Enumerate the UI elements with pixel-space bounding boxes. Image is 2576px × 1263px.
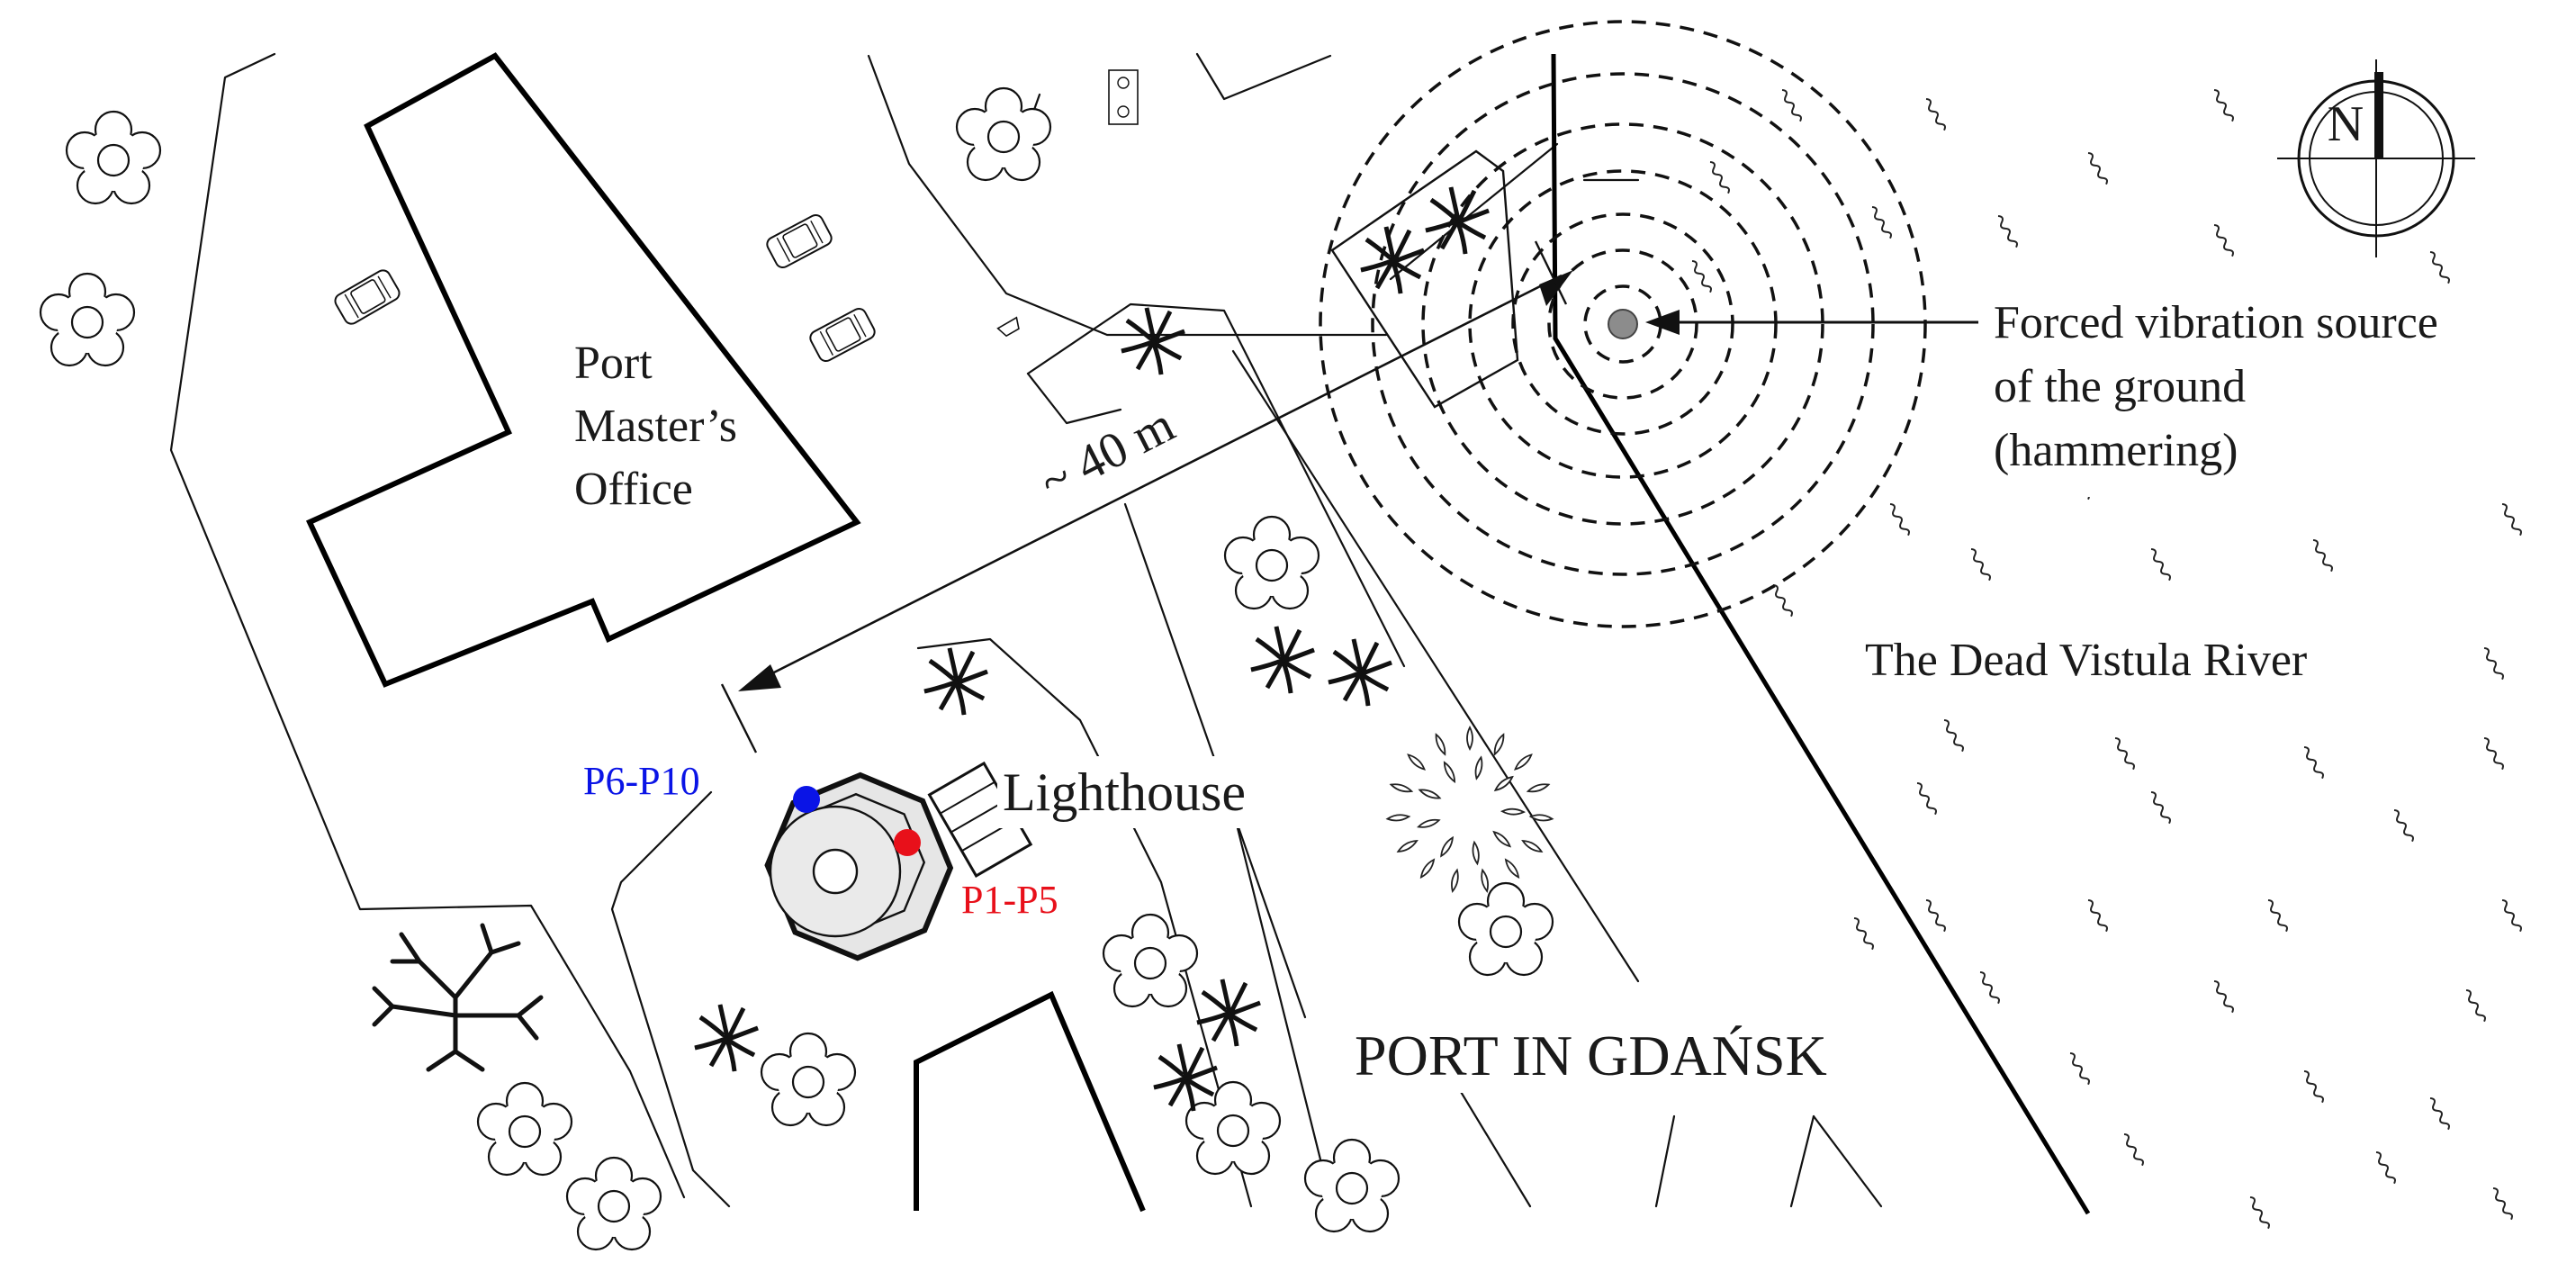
water-wave-icon: [2247, 1195, 2272, 1231]
water-wave-icon: [2499, 501, 2524, 538]
water-wave-icon: [2373, 1150, 2398, 1186]
palm-plant-icon: [1329, 639, 1392, 706]
water-wave-icon: [2211, 87, 2236, 124]
flower-icon: [565, 1156, 662, 1251]
water-wave-icon: [2427, 1096, 2452, 1132]
port-masters-office-building: [305, 52, 861, 688]
lower-building-outline: [914, 990, 1146, 1213]
quay-edge-line: [1551, 53, 2091, 1215]
palm-plant-icon: [1251, 627, 1314, 693]
flower-icon: [1457, 881, 1554, 977]
source-label-line3: (hammering): [1994, 425, 2238, 476]
water-wave-icon: [2085, 150, 2110, 187]
river-label: The Dead Vistula River: [1865, 635, 2307, 686]
water-wave-icon: [1914, 780, 1939, 817]
water-wave-icon: [2301, 744, 2326, 781]
water-wave-icon: [2067, 1051, 2092, 1087]
water-wave-icon: [1887, 501, 1912, 538]
street-lines: [169, 52, 1883, 1208]
flower-icon: [1102, 913, 1199, 1008]
bare-tree-icon: [372, 923, 544, 1072]
water-wave-icon: [1923, 96, 1948, 133]
water-wave-icon: [2211, 222, 2236, 259]
flower-icon: [476, 1081, 573, 1177]
water-wave-icon: [2211, 979, 2236, 1015]
lighthouse-label: Lighthouse: [1003, 762, 1246, 822]
water-wave-icon: [2391, 807, 2416, 844]
car-icon: [763, 212, 835, 271]
water-wave-icon: [2301, 1069, 2326, 1105]
water-wave-icon: [1941, 717, 1966, 754]
water-wave-icon: [2121, 1132, 2146, 1168]
flower-icon: [65, 110, 162, 205]
small-vehicle-icon: [996, 316, 1020, 338]
lighthouse-core: [812, 848, 859, 895]
source-label-line1: Forced vibration source: [1994, 297, 2438, 348]
source-label-line2: of the ground: [1994, 361, 2246, 412]
water-wave-icon: [2265, 898, 2290, 934]
water-wave-icon: [1968, 546, 1993, 583]
distance-arrow: [720, 240, 1573, 753]
palm-plant-icon: [924, 648, 987, 715]
office-label-line2: Master’s: [574, 401, 737, 452]
sensor-label-red: P1-P5: [961, 878, 1058, 922]
source-pointer-arrow: [1645, 310, 1978, 335]
water-wave-icon: [1851, 916, 1876, 952]
water-wave-icon: [2085, 898, 2110, 934]
water-wave-icon: [1770, 582, 1795, 619]
sensor-label-blue: P6-P10: [583, 759, 700, 803]
water-wave-icon: [2148, 789, 2173, 826]
water-wave-icon: [2490, 1186, 2515, 1222]
palm-plant-icon: [1197, 979, 1260, 1046]
water-wave-icon: [1977, 970, 2002, 1006]
port-masters-office-label: Port Master’s Office: [574, 338, 737, 515]
compass-north-label: N: [2328, 96, 2364, 152]
lighthouse: [764, 761, 1033, 961]
office-label-line1: Port: [574, 338, 653, 389]
compass-icon: N: [2277, 59, 2475, 257]
water-wave-icon: [2310, 537, 2335, 574]
water-wave-icon: [2499, 898, 2524, 934]
water-wave-icon: [2481, 645, 2506, 682]
water-wave-icon: [2112, 735, 2137, 772]
flower-icon: [1223, 515, 1320, 610]
water-wave-icon: [1779, 87, 1804, 124]
car-icon: [331, 266, 403, 328]
palm-plant-icon: [695, 1005, 758, 1071]
water-wave-icon: [1995, 213, 2020, 250]
office-label-line3: Office: [574, 464, 693, 515]
sensor-marker-blue: [793, 786, 820, 813]
water-wave-icon: [1689, 258, 1714, 295]
palm-plant-icon: [1154, 1044, 1217, 1111]
small-structure: [1330, 149, 1519, 409]
port-label: PORT IN GDAŃSK: [1355, 1024, 1827, 1087]
water-wave-icon: [1869, 204, 1894, 241]
palm-plant-icon: [1121, 308, 1184, 374]
vibration-source-marker: [1608, 309, 1638, 339]
water-wave-icon: [2427, 249, 2452, 286]
vibration-source-label: Forced vibration source of the ground (h…: [1985, 284, 2561, 497]
car-icon: [806, 305, 878, 365]
sensor-marker-red: [894, 829, 921, 856]
flower-icon: [39, 272, 136, 367]
flower-icon: [760, 1032, 857, 1127]
water-wave-icon: [2148, 546, 2173, 583]
bicycle-icon: [1108, 69, 1139, 125]
water-wave-icon: [2463, 988, 2488, 1024]
water-wave-icon: [2481, 735, 2506, 772]
flower-icon: [1184, 1080, 1282, 1176]
water-wave-icon: [1923, 898, 1948, 934]
water-wave-icon: [1707, 159, 1732, 196]
